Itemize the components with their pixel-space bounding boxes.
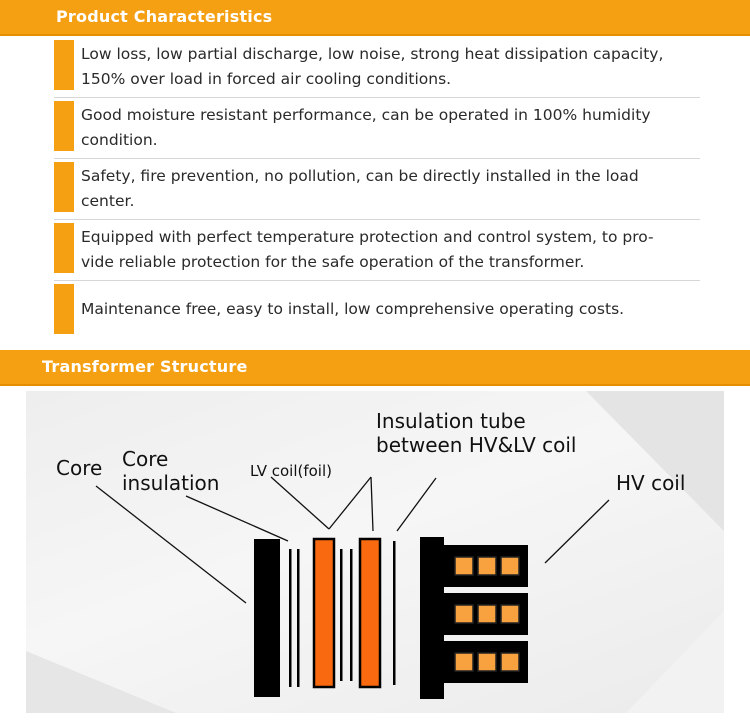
bullet-marker [54, 162, 74, 212]
section-title: Transformer Structure [42, 357, 248, 376]
list-item: Safety, fire prevention, no pollution, c… [54, 162, 694, 212]
list-item: Low loss, low partial discharge, low noi… [54, 40, 694, 90]
label-core-insulation: Core insulation [122, 447, 220, 495]
divider [54, 219, 700, 220]
item-text: Safety, fire prevention, no pollution, c… [81, 167, 639, 210]
list-item: Equipped with perfect temperature protec… [54, 223, 694, 273]
label-hv-coil: HV coil [616, 471, 686, 495]
list-item: Maintenance free, easy to install, low c… [54, 284, 694, 334]
divider [54, 158, 700, 159]
bullet-marker [54, 101, 74, 151]
item-text: Maintenance free, easy to install, low c… [81, 300, 625, 318]
bullet-marker [54, 223, 74, 273]
diagram-graphic [26, 391, 724, 713]
core-block [254, 539, 280, 697]
item-text: Low loss, low partial discharge, low noi… [81, 45, 664, 88]
label-lv-coil: LV coil(foil) [250, 462, 332, 480]
divider [54, 97, 700, 98]
section-header-characteristics: Product Characteristics [0, 0, 750, 36]
bullet-marker [54, 40, 74, 90]
section-header-structure: Transformer Structure [0, 350, 750, 386]
item-text: Equipped with perfect temperature protec… [81, 228, 654, 271]
bullet-marker [54, 284, 74, 334]
label-insulation-tube: Insulation tube between HV&LV coil [376, 409, 577, 457]
item-text: Good moisture resistant performance, can… [81, 106, 651, 149]
label-core: Core [56, 456, 103, 480]
list-item: Good moisture resistant performance, can… [54, 101, 694, 151]
transformer-structure-diagram: Core Core insulation LV coil(foil) Insul… [26, 391, 724, 713]
divider [54, 280, 700, 281]
section-title: Product Characteristics [56, 7, 273, 26]
